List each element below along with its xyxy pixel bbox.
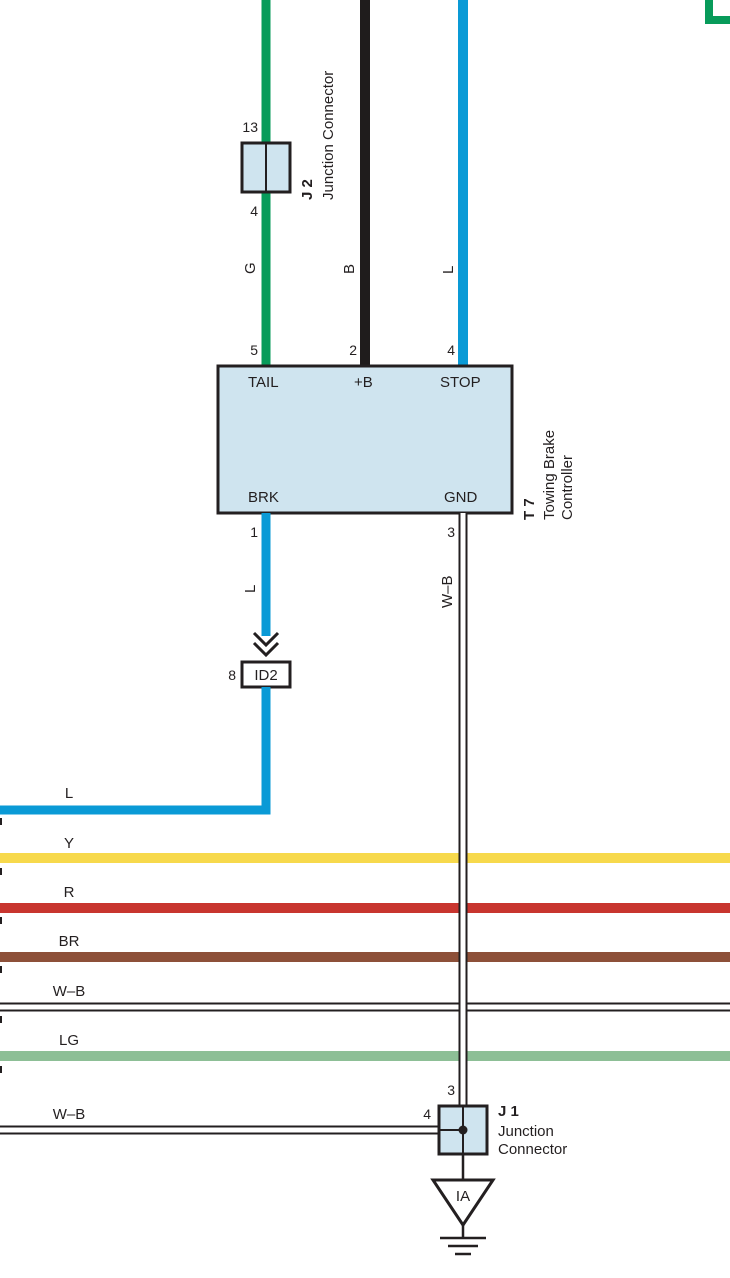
t7-code: T 7	[521, 498, 538, 520]
wire-l-bus	[0, 687, 271, 815]
j1-splice-dot	[458, 1125, 468, 1135]
wire-label-brk: L	[242, 585, 259, 593]
j2-pin-top: 13	[242, 119, 258, 135]
towing-brake-controller-box	[216, 364, 514, 515]
terminal-brk: BRK	[248, 489, 279, 506]
id2-chevron-icon	[252, 631, 280, 658]
id2-connector	[240, 660, 292, 689]
j1-name-line1: Junction	[498, 1123, 554, 1140]
j2-pin-bottom: 4	[250, 203, 258, 219]
pin-plus-b: 2	[349, 342, 357, 358]
wire-label-stop: L	[440, 266, 457, 274]
id2-code: ID2	[254, 667, 277, 684]
pin-brk: 1	[250, 524, 258, 540]
j1-pin-top: 3	[447, 1082, 455, 1098]
bus-label-r: R	[64, 884, 75, 901]
ground-point-triangle	[430, 1178, 496, 1228]
wire-g-top-right	[705, 0, 730, 24]
bus-label-l: L	[65, 785, 73, 802]
pin-stop: 4	[447, 342, 455, 358]
wire-label-tail: G	[242, 262, 259, 274]
bus-label-wb-lower: W–B	[53, 1106, 86, 1123]
t7-name-line2: Controller	[559, 455, 576, 520]
bus-label-br: BR	[59, 933, 80, 950]
j1-pin-left: 4	[423, 1106, 431, 1122]
terminal-tail: TAIL	[248, 374, 279, 391]
bus-label-lg: LG	[59, 1032, 79, 1049]
wire-label-plus-b: B	[341, 264, 358, 274]
t7-name-line1: Towing Brake	[541, 430, 558, 520]
j1-code: J 1	[498, 1103, 519, 1120]
j2-name: Junction Connector	[320, 71, 337, 200]
j1-name-line2: Connector	[498, 1141, 567, 1158]
wire-label-gnd: W–B	[439, 575, 456, 608]
junction-connector-j2	[240, 141, 292, 194]
ground-point-code: IA	[456, 1188, 470, 1205]
terminal-stop: STOP	[440, 374, 481, 391]
terminal-gnd: GND	[444, 489, 478, 506]
j2-code: J 2	[299, 179, 316, 200]
pin-gnd: 3	[447, 524, 455, 540]
bus-label-wb-upper: W–B	[53, 983, 86, 1000]
bus-label-y: Y	[64, 835, 74, 852]
terminal-plus-b: +B	[354, 374, 373, 391]
ground-symbol-icon	[440, 1236, 486, 1256]
id2-pin: 8	[228, 667, 236, 683]
pin-tail: 5	[250, 342, 258, 358]
